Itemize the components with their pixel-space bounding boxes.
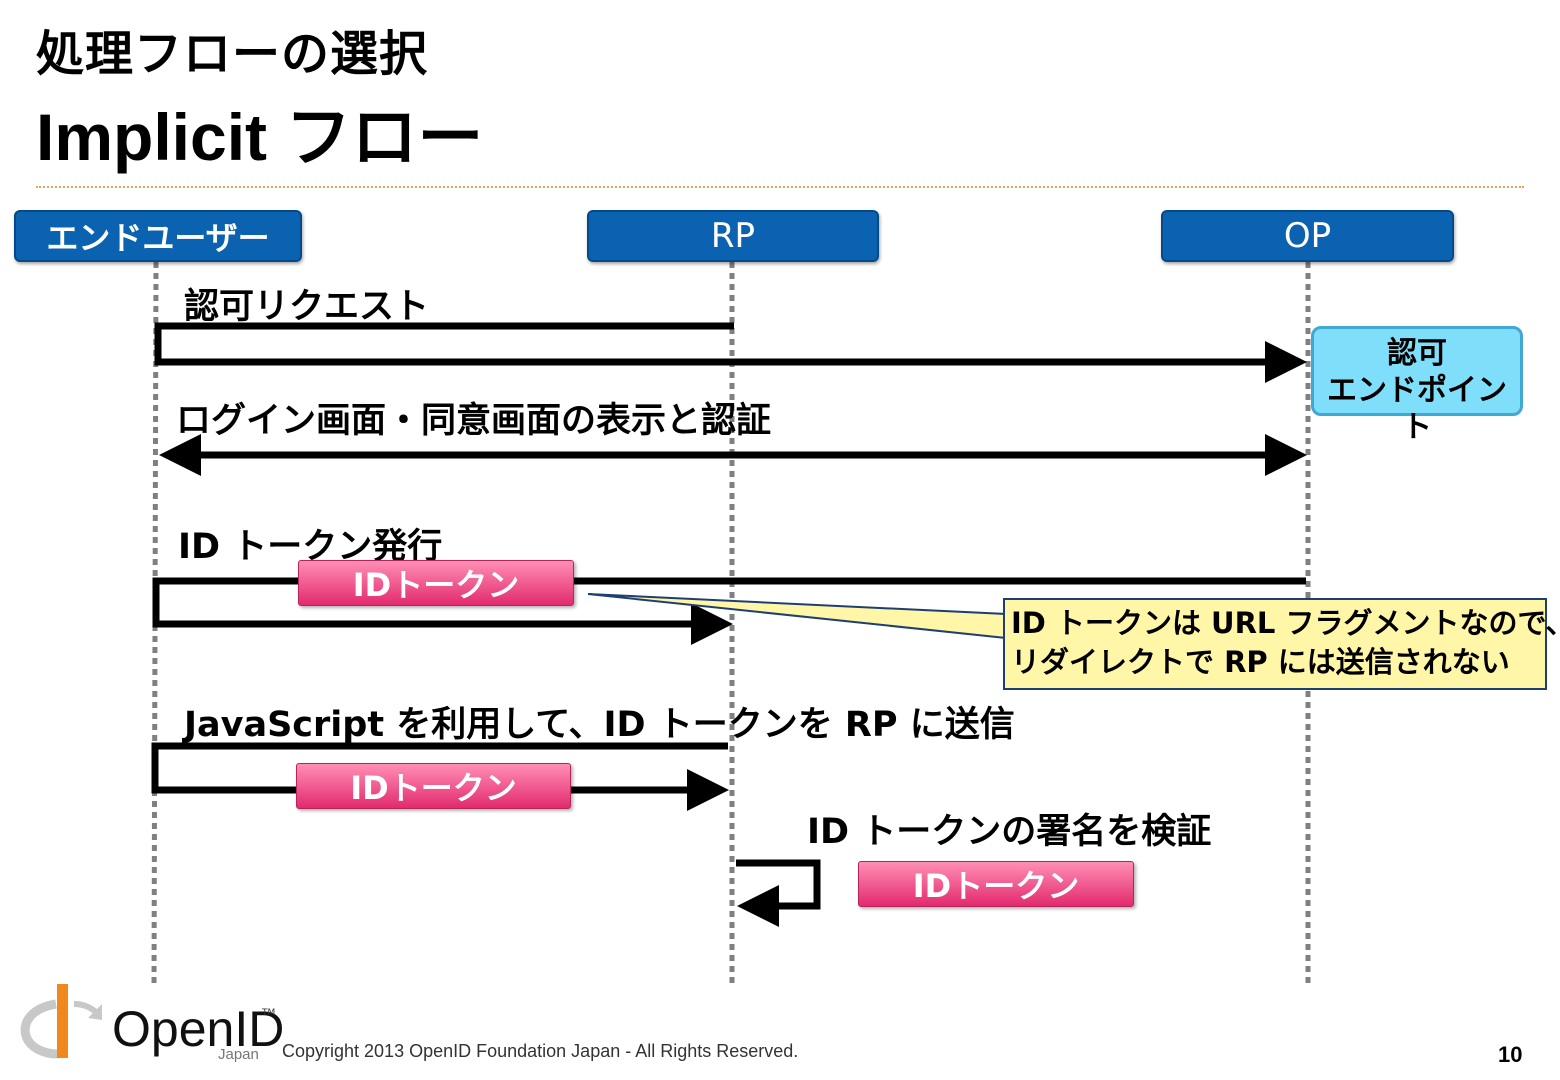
auth-request-arrow bbox=[154, 322, 1307, 383]
page-title: 処理フローの選択 bbox=[36, 26, 429, 82]
actor-end-user: エンドユーザー bbox=[14, 210, 302, 262]
endpoint-line1: 認可 bbox=[1387, 336, 1447, 371]
step-verify-signature-label: ID トークンの署名を検証 bbox=[807, 812, 1212, 852]
callout-line1: ID トークンは URL フラグメントなので、 bbox=[1011, 606, 1560, 640]
step-login-consent-label: ログイン画面・同意画面の表示と認証 bbox=[176, 401, 772, 441]
fragment-note-callout: ID トークンは URL フラグメントなので、 リダイレクトで RP には送信さ… bbox=[1003, 598, 1560, 690]
actor-op: OP bbox=[1161, 210, 1454, 262]
id-token-issue-arrow bbox=[152, 577, 1306, 645]
page-subtitle: Implicit フロー bbox=[36, 100, 484, 174]
logo-wordmark: OpenID bbox=[112, 1001, 285, 1057]
openid-logo-icon bbox=[20, 984, 102, 1059]
title-divider bbox=[36, 186, 1524, 188]
endpoint-line2: エンドポイント bbox=[1327, 373, 1507, 445]
step-auth-request-label: 認可リクエスト bbox=[184, 287, 430, 327]
logo-trademark: TM bbox=[262, 1008, 276, 1018]
callout-pointer bbox=[587, 593, 1007, 640]
logo-subtitle: Japan bbox=[218, 1046, 259, 1063]
id-token-badge: IDトークン bbox=[296, 763, 571, 809]
page-number: 10 bbox=[1498, 1042, 1523, 1067]
id-token-badge: IDトークン bbox=[298, 560, 574, 606]
callout-line2: リダイレクトで RP には送信されない bbox=[1011, 645, 1510, 679]
id-token-badge: IDトークン bbox=[858, 861, 1134, 907]
verify-self-arrow bbox=[736, 859, 821, 927]
copyright-text: Copyright 2013 OpenID Foundation Japan -… bbox=[282, 1041, 799, 1061]
step-js-send-label: JavaScript を利用して、ID トークンを RP に送信 bbox=[184, 705, 1015, 745]
actor-rp: RP bbox=[587, 210, 879, 262]
authorization-endpoint-box: 認可 エンドポイント bbox=[1311, 326, 1523, 445]
